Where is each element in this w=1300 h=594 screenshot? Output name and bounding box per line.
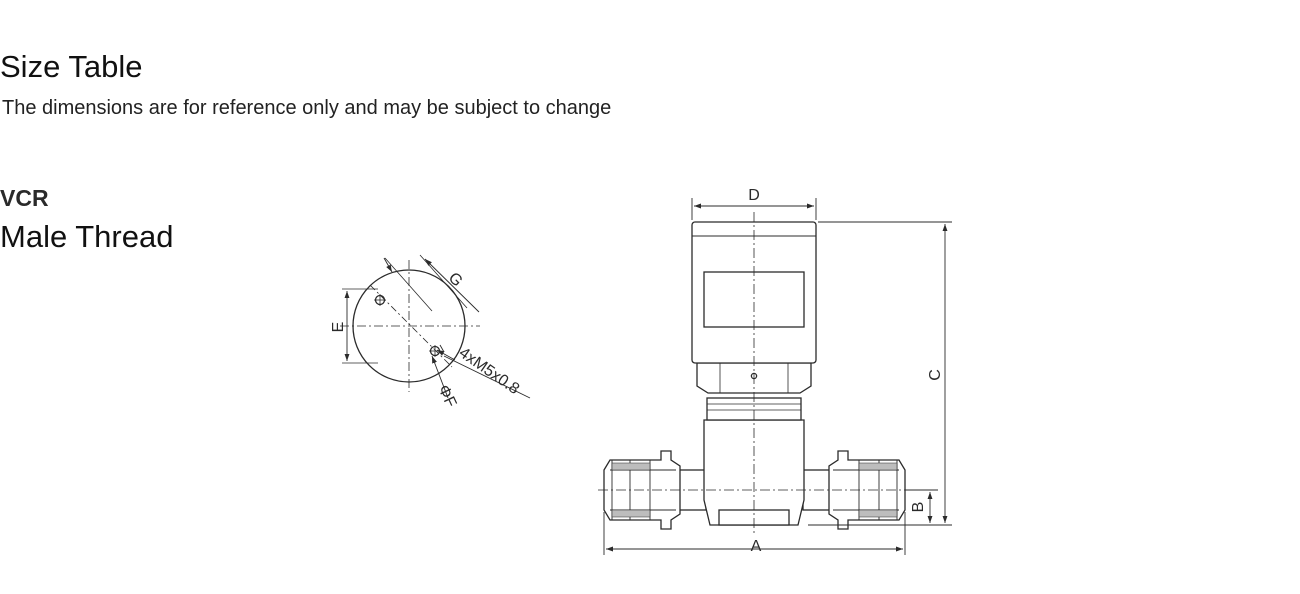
dim-a-label: A [751, 538, 762, 555]
dim-g-line [424, 258, 480, 313]
section-heading: Male Thread [0, 219, 174, 254]
thread-note: 4xM5x0.8 [456, 344, 523, 398]
page-title: Size Table [0, 49, 143, 84]
front-centerlines [598, 212, 912, 535]
front-dimensions [603, 198, 952, 555]
dim-c-label: C [927, 369, 944, 381]
side-view [340, 254, 531, 399]
dim-e-label: E [330, 322, 347, 333]
right-fitting [828, 450, 906, 530]
actuator-window [703, 271, 805, 328]
dim-b-label: B [910, 502, 927, 513]
thread-leader [443, 355, 531, 399]
dim-f-label: ΦF [434, 383, 459, 411]
page-subtitle: The dimensions are for reference only an… [2, 97, 612, 119]
front-view [603, 221, 906, 530]
bolt-hole-icon [374, 294, 386, 306]
dim-d-label: D [748, 187, 760, 204]
section-label: VCR [0, 185, 49, 211]
dim-f-leader [431, 355, 449, 399]
